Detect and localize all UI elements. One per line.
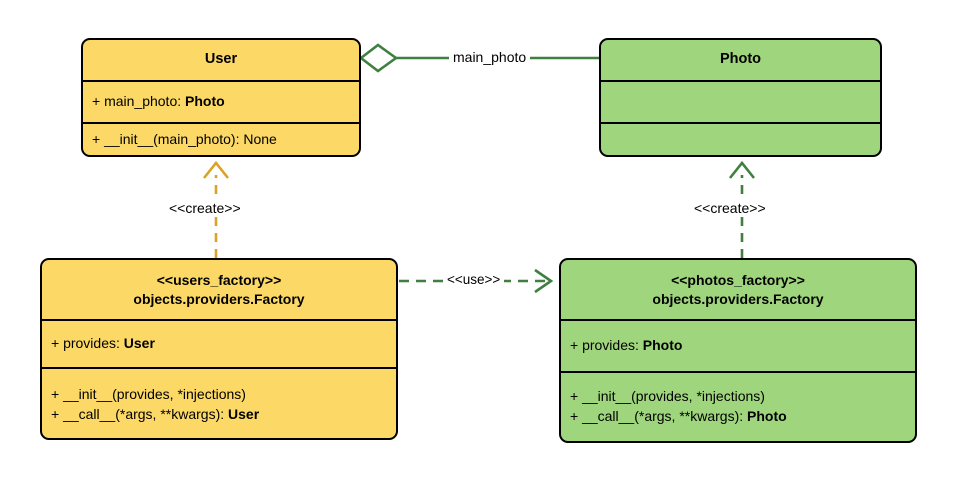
relation-label-main-photo: main_photo (449, 50, 531, 64)
class-name-photos-factory: objects.providers.Factory (652, 290, 824, 307)
method-text: + __init__(provides, *injections) (51, 386, 246, 402)
attribute-row: + provides: User (51, 334, 155, 354)
class-box-photos-factory[interactable]: <<photos_factory>> objects.providers.Fac… (559, 258, 917, 443)
class-header-users-factory: <<users_factory>> objects.providers.Fact… (42, 260, 396, 319)
method-row: + __call__(*args, **kwargs): Photo (570, 407, 787, 427)
method-row: + __init__(provides, *injections) (51, 385, 246, 405)
attribute-row: + main_photo: Photo (92, 92, 225, 112)
class-header-photo: Photo (601, 40, 880, 80)
class-box-user[interactable]: User + main_photo: Photo + __init__(main… (81, 38, 361, 157)
class-stereotype-photos-factory: <<photos_factory>> (671, 271, 805, 288)
attribute-text: + main_photo: (92, 93, 186, 110)
class-attributes-photos-factory: + provides: Photo (561, 319, 915, 371)
method-text: + __init__(main_photo): None (92, 130, 277, 147)
attribute-text: + provides: (570, 337, 643, 354)
class-box-users-factory[interactable]: <<users_factory>> objects.providers.Fact… (40, 258, 398, 440)
relation-label-create-user: <<create>> (165, 201, 245, 215)
class-methods-user: + __init__(main_photo): None (83, 122, 359, 155)
method-text: + __call__(*args, **kwargs): (51, 405, 229, 422)
class-name-user: User (204, 51, 238, 68)
class-header-user: User (83, 40, 359, 80)
method-text: + __init__(provides, *injections) (570, 388, 765, 404)
class-box-photo[interactable]: Photo (599, 38, 882, 157)
class-attributes-user: + main_photo: Photo (83, 80, 359, 122)
method-row: + __init__(main_photo): None (92, 130, 277, 150)
method-text: + __call__(*args, **kwargs): (570, 407, 748, 424)
method-row: + __call__(*args, **kwargs): User (51, 405, 259, 425)
attribute-text: + provides: (51, 335, 124, 352)
class-stereotype-users-factory: <<users_factory>> (156, 271, 282, 288)
attribute-type: Photo (642, 337, 683, 354)
class-methods-photos-factory: + __init__(provides, *injections) + __ca… (561, 371, 915, 441)
class-name-photo: Photo (719, 51, 762, 68)
attribute-row: + provides: Photo (570, 336, 682, 356)
method-type: User (228, 405, 260, 422)
relation-label-create-photo: <<create>> (690, 201, 770, 215)
class-methods-users-factory: + __init__(provides, *injections) + __ca… (42, 367, 396, 438)
class-header-photos-factory: <<photos_factory>> objects.providers.Fac… (561, 260, 915, 319)
method-row: + __init__(provides, *injections) (570, 387, 765, 407)
class-attributes-users-factory: + provides: User (42, 319, 396, 367)
class-name-users-factory: objects.providers.Factory (133, 290, 305, 307)
attribute-type: Photo (185, 93, 225, 110)
method-type: Photo (747, 407, 787, 424)
class-methods-photo (601, 122, 880, 155)
relation-label-use: <<use>> (443, 273, 505, 287)
attribute-type: User (123, 335, 155, 352)
class-attributes-photo (601, 80, 880, 122)
